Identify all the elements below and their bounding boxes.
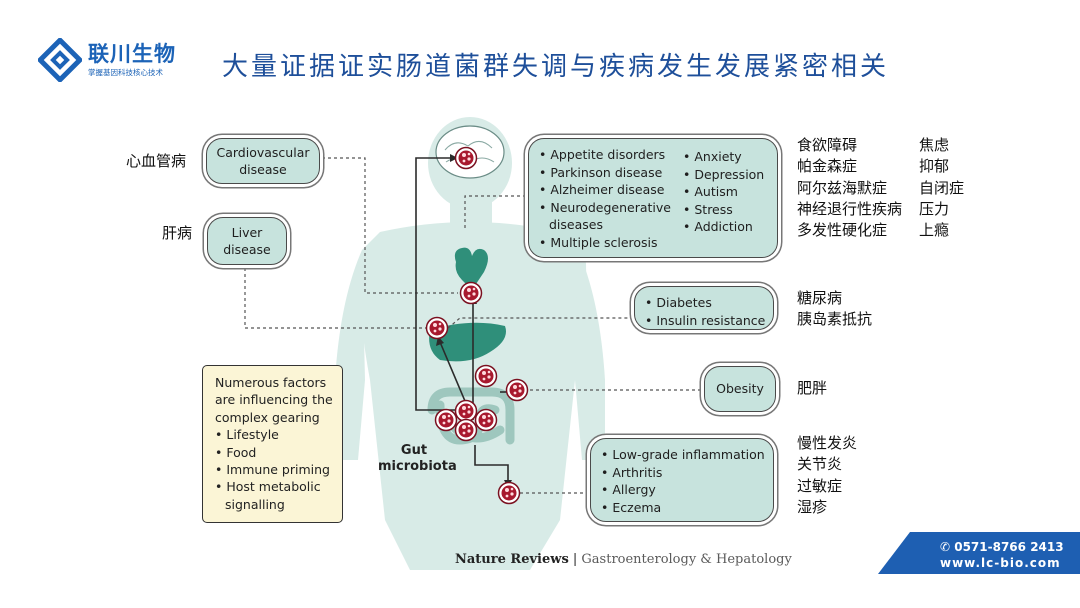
page-title: 大量证据证实肠道菌群失调与疾病发生发展紧密相关 <box>222 52 890 82</box>
factors-intro: Numerous factors are influencing the com… <box>215 375 333 425</box>
list-item: Alzheimer disease <box>539 181 679 199</box>
list-item: Multiple sclerosis <box>539 234 679 252</box>
cn-metabolic-list: 糖尿病 胰岛素抵抗 <box>797 288 872 331</box>
list-item: 阿尔兹海默症 <box>797 178 888 197</box>
list-item: Stress <box>683 201 773 219</box>
microbe-gut-icon <box>454 399 478 423</box>
list-item: Eczema <box>601 499 773 517</box>
list-item: Lifestyle <box>215 426 342 443</box>
liver-panel: Liver disease <box>207 217 287 265</box>
list-item: 慢性发炎 <box>797 434 858 452</box>
obesity-panel: Obesity <box>704 366 776 412</box>
list-item: 压力 <box>919 199 950 218</box>
microbe-gut-icon <box>474 408 498 432</box>
footer-website: www.lc-bio.com <box>940 556 1061 570</box>
list-item: Arthritis <box>601 464 773 482</box>
list-item: 食欲障碍 <box>797 136 858 154</box>
list-item: Parkinson disease <box>539 164 679 182</box>
figure-caption: Nature Reviews | Gastroenterology & Hepa… <box>455 552 792 567</box>
list-item: 上瘾 <box>919 221 950 240</box>
cn-brain-left-list: 食欲障碍 帕金森症 阿尔兹海默症 神经退行性疾病 多发性硬化症 <box>797 135 902 241</box>
liver-organ <box>429 322 506 362</box>
list-item: Host metabolic signalling <box>215 478 342 513</box>
list-item: Neurodegenerative diseases <box>539 199 679 234</box>
cn-brain-right-list: 焦虑 抑郁 自闭症 压力 上瘾 <box>919 135 964 241</box>
metabolic-panel: Diabetes Insulin resistance <box>634 286 774 330</box>
microbe-liver-icon <box>425 316 449 340</box>
brain-right-list: Anxiety Depression Autism Stress Addicti… <box>683 148 773 236</box>
list-item: 糖尿病 <box>797 289 843 307</box>
microbe-gut-icon <box>434 408 458 432</box>
footer-phone: ✆ 0571-8766 2413 <box>940 540 1064 554</box>
list-item: Appetite disorders <box>539 146 679 164</box>
brain-disorders-panel: Appetite disorders Parkinson disease Alz… <box>528 138 778 258</box>
list-item: Food <box>215 444 342 461</box>
microbe-brain-icon <box>454 146 478 170</box>
footer-band <box>878 532 1080 574</box>
list-item: 抑郁 <box>919 157 950 176</box>
list-item: 关节炎 <box>797 455 843 474</box>
microbe-heart-icon <box>459 281 483 305</box>
gut-microbiota-label: Gut microbiota <box>378 443 457 474</box>
list-item: Low-grade inflammation <box>601 446 773 464</box>
list-item: 神经退行性疾病 <box>797 199 903 218</box>
list-item: 自闭症 <box>919 178 965 197</box>
caption-journal-name: Gastroenterology & Hepatology <box>581 552 792 567</box>
list-item: 帕金森症 <box>797 157 858 176</box>
liver-label: Liver disease <box>223 224 271 258</box>
list-item: 湿疹 <box>797 497 828 516</box>
heart-organ <box>454 247 488 290</box>
list-item: Immune priming <box>215 461 342 478</box>
logo-name: 联川生物 <box>88 42 176 66</box>
list-item: Allergy <box>601 481 773 499</box>
list-item: 胰岛素抵抗 <box>797 310 873 329</box>
list-item: Autism <box>683 183 773 201</box>
cardiovascular-panel: Cardiovascular disease <box>206 138 320 184</box>
list-item: Anxiety <box>683 148 773 166</box>
logo-tagline: 掌握基因科技核心技术 <box>88 68 163 77</box>
list-item: 多发性硬化症 <box>797 221 888 240</box>
cn-label-obesity: 肥胖 <box>797 379 828 397</box>
list-item: Depression <box>683 166 773 184</box>
cn-label-cardiovascular: 心血管病 <box>126 152 187 170</box>
influencing-factors-box: Numerous factors are influencing the com… <box>202 365 343 523</box>
microbe-gut-icon <box>454 418 478 442</box>
microbe-skin-icon <box>497 481 521 505</box>
caption-journal-prefix: Nature Reviews <box>455 552 569 567</box>
list-item: Insulin resistance <box>645 312 773 330</box>
obesity-label: Obesity <box>716 381 764 397</box>
dashed-connectors <box>244 157 700 494</box>
cn-label-liver: 肝病 <box>162 224 193 242</box>
list-item: Diabetes <box>645 294 773 312</box>
caption-separator: | <box>568 552 582 567</box>
brain-left-list: Appetite disorders Parkinson disease Alz… <box>539 146 679 251</box>
cardiovascular-label: Cardiovascular disease <box>216 144 310 178</box>
logo-diamond-icon <box>38 38 82 82</box>
list-item: 过敏症 <box>797 476 843 495</box>
microbe-gut-icon <box>505 378 529 402</box>
inflammation-panel: Low-grade inflammation Arthritis Allergy… <box>590 438 774 522</box>
microbe-gut-icon <box>474 364 498 388</box>
list-item: Addiction <box>683 218 773 236</box>
list-item: 焦虑 <box>919 136 950 154</box>
cn-inflammation-list: 慢性发炎 关节炎 过敏症 湿疹 <box>797 433 857 518</box>
